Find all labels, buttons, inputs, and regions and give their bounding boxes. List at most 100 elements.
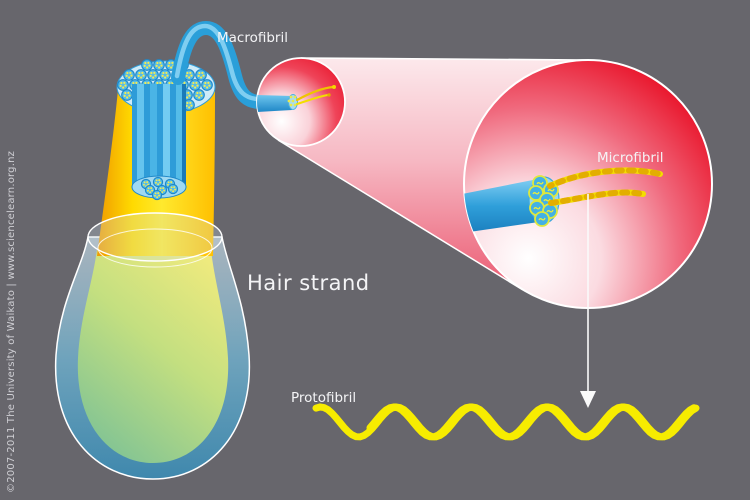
macrofibril-cross-section [189, 79, 201, 91]
microfibril-dot [148, 64, 151, 67]
microfibril-dot [185, 74, 188, 78]
microfibril-dot [166, 183, 169, 186]
microfibril-dot [122, 86, 125, 89]
small-microfibril-strands [295, 85, 336, 105]
microfibril-dot [201, 71, 204, 74]
microfibril-dot [161, 74, 164, 78]
microfibril-dot [169, 188, 172, 191]
microfibril-dot [194, 86, 197, 89]
protofibril-coil [533, 206, 541, 210]
microfibril-dot [126, 96, 129, 99]
microfibril-dot [164, 76, 167, 79]
microfibril-dot [192, 81, 195, 85]
microfibril-dot [128, 94, 131, 97]
microfibril-dot [143, 181, 146, 184]
microfibril-dot [143, 64, 146, 68]
macrofibril-cross-section [167, 183, 179, 195]
microfibril-dot [135, 81, 138, 84]
microfibril-dot [289, 103, 293, 107]
protofibril-coil [546, 209, 554, 213]
macrofibril-cross-section [123, 69, 135, 81]
microfibril-dot [144, 61, 147, 65]
microfibril-dot [197, 74, 200, 78]
microfibril-dot [141, 71, 144, 74]
microfibril-dot [146, 181, 149, 184]
hair-bulb-inner [77, 250, 229, 463]
microfibril-dot [158, 194, 161, 197]
arrow-head [580, 391, 596, 408]
macrofibril-cross-section [151, 189, 163, 201]
microfibril-dot [170, 66, 173, 69]
microfibril-dot [171, 61, 174, 64]
microfibril-dot [196, 84, 199, 87]
microfibril-dot [142, 74, 145, 77]
microfibril-dot [159, 187, 162, 190]
microfibril-dot [123, 81, 126, 84]
protofibril-strand-b [366, 403, 698, 441]
microfibril-dot [291, 99, 295, 103]
microfibril-dot [167, 181, 170, 184]
microfibril-dot [170, 186, 173, 189]
bundle-recess [131, 84, 187, 201]
zoom-circle-small-content [257, 85, 336, 112]
microfibril-dot [147, 81, 150, 84]
microfibril-dot [183, 81, 186, 84]
protofibril-coil [543, 198, 551, 202]
microfibril-dot [190, 74, 193, 77]
microfibril-dot [154, 74, 157, 77]
microfibril-dot [195, 94, 198, 98]
microfibril-dot [293, 103, 297, 107]
microfibril-dot [185, 104, 188, 108]
microfibril-dot [140, 76, 143, 79]
microfibril-dot [153, 71, 156, 74]
microfibril-dot [120, 81, 123, 85]
microfibril-dot [119, 84, 122, 88]
macrofibril-cross-section [147, 69, 159, 81]
microfibril-dot [203, 84, 206, 88]
microfibril-dot [188, 94, 191, 97]
microfibril-dot [172, 190, 175, 193]
microfibril-dot [162, 187, 165, 190]
microfibril-dot [142, 183, 145, 186]
macrofibril-cross-section [153, 59, 165, 71]
microfibril-dot [157, 183, 160, 186]
microfibril-dot [127, 91, 130, 94]
microfibril-dot [150, 187, 153, 190]
microfibril-dot [168, 81, 171, 85]
microfibril-dot [186, 96, 189, 99]
macrofibril-cross-section [195, 69, 207, 81]
protofibril-coil [532, 191, 540, 195]
microfibril-dot [195, 81, 198, 84]
microfibril-dot [188, 76, 191, 79]
small-tube [257, 95, 292, 112]
microfibril-dot [196, 91, 199, 95]
microfibril-dot [287, 99, 291, 103]
macrofibril-cross-section [159, 69, 171, 81]
protofibril-label: Protofibril [291, 390, 357, 406]
microfibril-dot [191, 84, 194, 88]
microfibril-dot [200, 94, 203, 97]
microfibril-dot [199, 91, 202, 94]
microfibril-dot [156, 61, 159, 65]
microfibril-dot [147, 61, 150, 64]
microfibril-dot [147, 187, 150, 190]
microfibril-dot [167, 64, 170, 68]
microfibril-dot [138, 71, 141, 75]
zoom-circle-large-content [464, 167, 663, 233]
microfibril-dot [161, 191, 164, 194]
microfibril-dot [186, 101, 189, 105]
microfibril-dot [293, 95, 297, 99]
microfibril-dot [126, 71, 129, 75]
microfibril-dot [160, 64, 163, 67]
microfibril-dot [155, 64, 158, 68]
microfibril-dot [128, 76, 131, 79]
bulb-rim-inner-line [97, 228, 213, 268]
microfibril-dot [130, 74, 133, 77]
microfibril-dot [159, 81, 162, 84]
microfibril-dot [204, 81, 207, 85]
microfibril-dot [206, 86, 209, 89]
microfibril-dot [146, 66, 149, 69]
microfibril-dot [159, 61, 162, 64]
bulb-rim [87, 212, 223, 262]
